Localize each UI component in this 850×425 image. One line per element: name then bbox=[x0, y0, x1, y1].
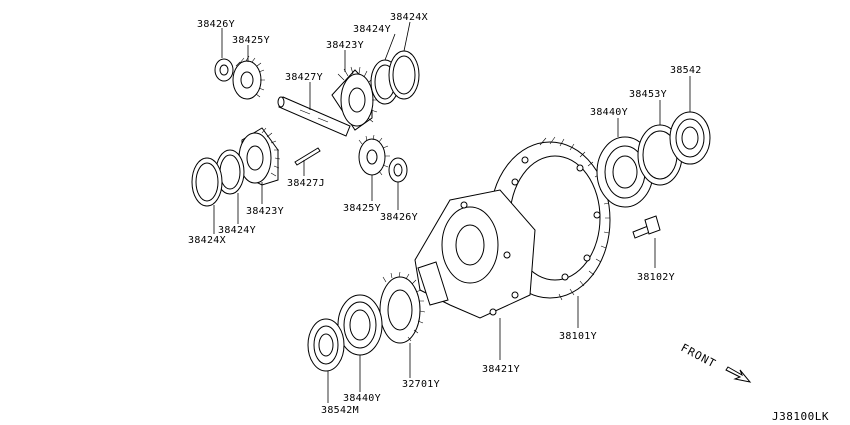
callout-38425y-bottom: 38425Y bbox=[343, 203, 381, 214]
callout-38424y-top: 38424Y bbox=[353, 24, 391, 35]
taper-bearing-38440y-left[interactable] bbox=[337, 294, 383, 356]
callout-38453y: 38453Y bbox=[629, 89, 667, 100]
front-label: FRONT bbox=[679, 341, 719, 370]
pinion-shaft-38427y[interactable] bbox=[277, 96, 351, 137]
callout-38424x-top: 38424X bbox=[390, 12, 428, 23]
oil-seal-38542[interactable] bbox=[669, 111, 711, 165]
ring-gear-bolt-38102y[interactable] bbox=[632, 215, 661, 239]
callout-38101y: 38101Y bbox=[559, 331, 597, 342]
callout-38440y-left: 38440Y bbox=[343, 393, 381, 404]
callout-38426y-bottom: 38426Y bbox=[380, 212, 418, 223]
callout-38426y-top: 38426Y bbox=[197, 19, 235, 30]
callout-38427y: 38427Y bbox=[285, 72, 323, 83]
thrust-washer-38424x-left[interactable] bbox=[191, 157, 223, 207]
leader-lines bbox=[213, 21, 691, 403]
thrust-washer-38424x-top[interactable] bbox=[388, 50, 420, 100]
callout-38421y: 38421Y bbox=[482, 364, 520, 375]
speedometer-drive-gear-32701y[interactable] bbox=[379, 271, 426, 344]
side-gear-38423y-top[interactable] bbox=[331, 66, 378, 131]
differential-case-38421y[interactable] bbox=[414, 189, 536, 319]
front-arrow-icon bbox=[725, 366, 752, 383]
callout-38102y: 38102Y bbox=[637, 272, 675, 283]
callout-38440y-right: 38440Y bbox=[590, 107, 628, 118]
callout-38423y-left: 38423Y bbox=[246, 206, 284, 217]
callout-38424x-left: 38424X bbox=[188, 235, 226, 246]
thrust-washer-38426y-top[interactable] bbox=[214, 58, 234, 82]
thrust-washer-38424y-left[interactable] bbox=[215, 149, 245, 195]
thrust-washer-38426y-bottom[interactable] bbox=[388, 157, 408, 183]
side-gear-38423y-left[interactable] bbox=[238, 127, 281, 186]
oil-seal-38542m[interactable] bbox=[307, 318, 345, 372]
lock-pin-38427j[interactable] bbox=[294, 147, 321, 166]
callout-38427j: 38427J bbox=[287, 178, 325, 189]
callout-38425y-top: 38425Y bbox=[232, 35, 270, 46]
callout-38542: 38542 bbox=[670, 65, 702, 76]
callout-38542m: 38542M bbox=[321, 405, 359, 416]
pinion-gear-38425y-bottom[interactable] bbox=[358, 134, 390, 176]
callout-38423y-top: 38423Y bbox=[326, 40, 364, 51]
pinion-gear-38425y-top[interactable] bbox=[232, 55, 265, 100]
callout-38424y-left: 38424Y bbox=[218, 225, 256, 236]
callout-32701y: 32701Y bbox=[402, 379, 440, 390]
front-direction-indicator: FRONT bbox=[679, 341, 752, 383]
diagram-reference-code: J38100LK bbox=[772, 410, 829, 423]
